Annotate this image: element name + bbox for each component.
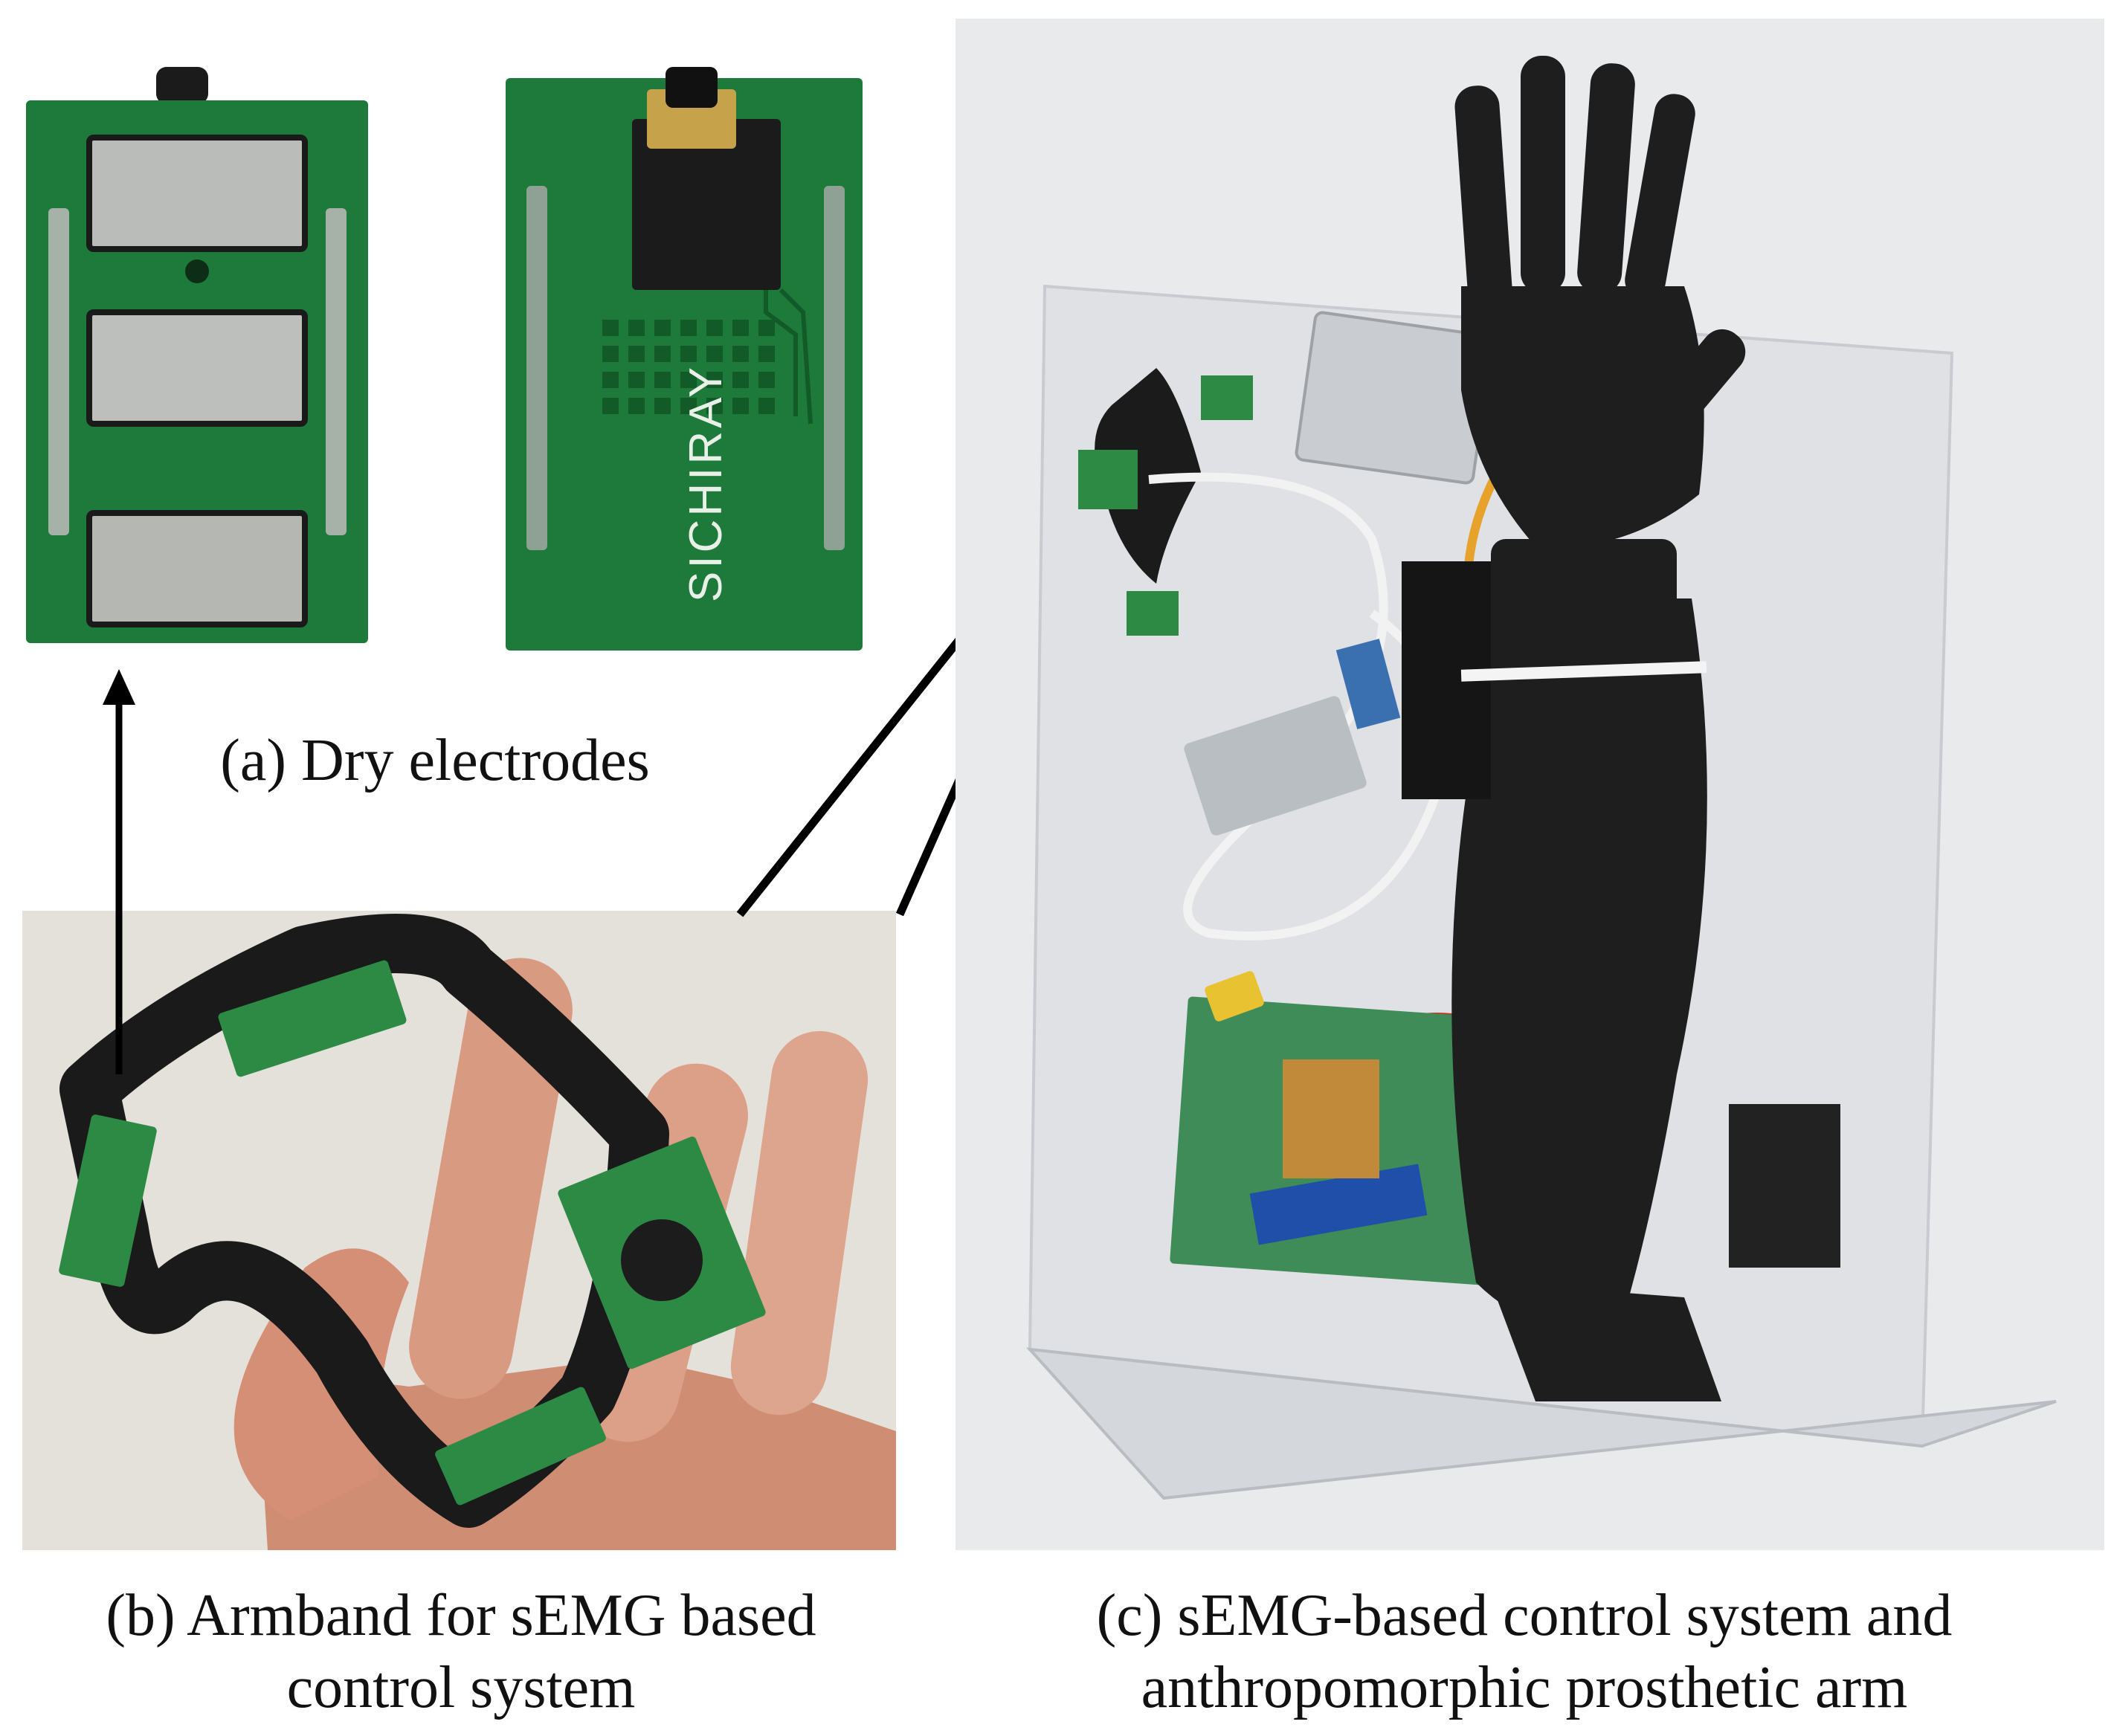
system-armband-electrode-1	[1078, 450, 1138, 509]
audio-jack-socket	[666, 67, 718, 108]
front-electrode-pad-bottom	[86, 510, 308, 627]
system-armband-electrode-2	[1201, 375, 1253, 420]
panel-b-armband-photo	[22, 911, 896, 1550]
caption-a: (a) Dry electrodes	[220, 728, 650, 793]
cable-tie	[1460, 661, 1707, 682]
front-side-slot-left	[48, 208, 69, 535]
armband-photo	[59, 914, 896, 1550]
finger-ring	[730, 1030, 869, 1416]
back-side-slot-right	[824, 186, 845, 550]
microcontroller-blue	[1249, 1164, 1428, 1245]
caption-c-line2: anthropomorphic prosthetic arm	[1141, 1655, 1908, 1720]
finger-little-robot	[1625, 94, 1695, 300]
xt60-connector	[1205, 971, 1264, 1022]
armband-electrode-top	[218, 960, 407, 1077]
system-armband	[1078, 368, 1253, 636]
side-mount-bracket	[1729, 1104, 1840, 1268]
wrist-rotator	[1491, 539, 1677, 621]
electrode-back: SICHIRAY	[506, 67, 863, 651]
arrow-b-to-a	[103, 669, 135, 1074]
panel-a-dry-electrodes: SICHIRAY	[15, 67, 907, 662]
dry-electrodes-photo: SICHIRAY	[26, 67, 863, 651]
electrode-brand-logo: SICHIRAY	[680, 364, 732, 602]
finger-ring-robot	[1577, 63, 1635, 294]
prosthetic-arm	[1402, 56, 1746, 1401]
finger-index	[409, 958, 573, 1399]
panel-c-prosthetic-system-photo	[956, 19, 2104, 1550]
back-side-slot-left	[526, 186, 547, 550]
front-connector-knob	[156, 67, 208, 104]
prosthetic-palm	[1461, 286, 1704, 548]
velcro-band-loop	[59, 914, 669, 1528]
prosthetic-system-photo	[1026, 56, 2057, 1500]
pcb-traces	[764, 288, 813, 425]
prosthetic-forearm	[1451, 598, 1707, 1342]
finger-middle-robot	[1521, 56, 1565, 294]
system-armband-velcro	[1095, 368, 1201, 584]
wireless-module	[1184, 696, 1367, 836]
pcb-trace-grid	[602, 320, 775, 414]
arrow-head	[103, 669, 135, 705]
armband-electrode-left	[59, 1114, 157, 1287]
acrylic-base-plate	[1026, 1347, 2057, 1500]
front-center-hole	[185, 259, 209, 283]
electrode-front	[26, 67, 368, 643]
front-electrode-pad-top	[86, 135, 308, 252]
system-armband-electrode-3	[1127, 591, 1179, 636]
servo-driver-chip	[1283, 1059, 1379, 1178]
hand-palm	[260, 1357, 896, 1550]
prosthetic-base-foot	[1491, 1282, 1721, 1401]
signal-module-blue	[1335, 639, 1401, 729]
caption-b-line1: (b) Armband for sEMG based	[106, 1583, 816, 1648]
thumb-robot	[1622, 329, 1746, 467]
armband-electrode-bottom	[435, 1387, 606, 1506]
front-electrode-pad-middle	[86, 309, 308, 427]
caption-c-line1: (c) sEMG-based control system and	[1096, 1583, 1953, 1648]
audio-jack-connector	[632, 119, 781, 290]
caption-b-line2: control system	[286, 1655, 636, 1720]
armband-connector	[621, 1219, 703, 1301]
front-side-slot-right	[326, 208, 347, 535]
finger-index-robot	[1454, 85, 1512, 309]
